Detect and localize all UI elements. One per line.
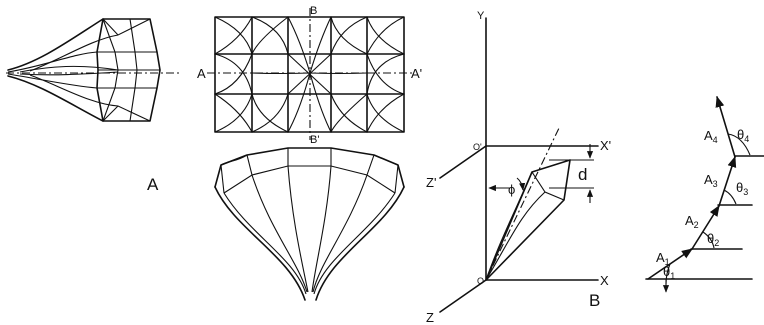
label-angle-phi: ϕ [508,182,515,197]
label-origin: O [477,276,484,286]
horn-side-view [6,18,180,122]
label-axis-y: Y [477,10,485,22]
label-origin-prime: O' [473,142,482,152]
label-a3: A3 [704,172,718,189]
svg-text:θ1: θ1 [663,264,675,281]
svg-text:θ2: θ2 [707,231,719,248]
horn-plan-view [214,147,405,301]
coordinate-axes [439,17,599,313]
svg-text:θ4: θ4 [737,127,749,144]
svg-text:A1: A1 [656,250,670,267]
label-theta2: θ2 [707,231,719,248]
label-axis-x: X [600,273,609,288]
label-axis-z: Z [426,310,434,325]
label-theta1: θ1 [663,264,675,281]
label-a1: A1 [656,250,670,267]
label-section-b: B [310,5,317,17]
svg-text:θ3: θ3 [736,180,748,197]
label-section-a-prime: A' [411,66,422,81]
label-section-b-prime: B' [310,134,319,146]
label-section-a: A [197,66,206,81]
label-axis-x-prime: X' [600,138,611,153]
label-theta3: θ3 [736,180,748,197]
vector-staircase [645,95,764,293]
label-axis-z-prime: Z' [426,175,436,190]
label-panel-a: A [147,175,159,194]
label-panel-b: B [589,291,600,310]
label-theta4: θ4 [737,127,749,144]
label-a4: A4 [704,128,718,145]
svg-text:A2: A2 [685,213,699,230]
label-a2: A2 [685,213,699,230]
svg-text:A3: A3 [704,172,718,189]
label-offset-d: d [578,165,587,184]
svg-text:A4: A4 [704,128,718,145]
horn-front-view [207,8,412,140]
